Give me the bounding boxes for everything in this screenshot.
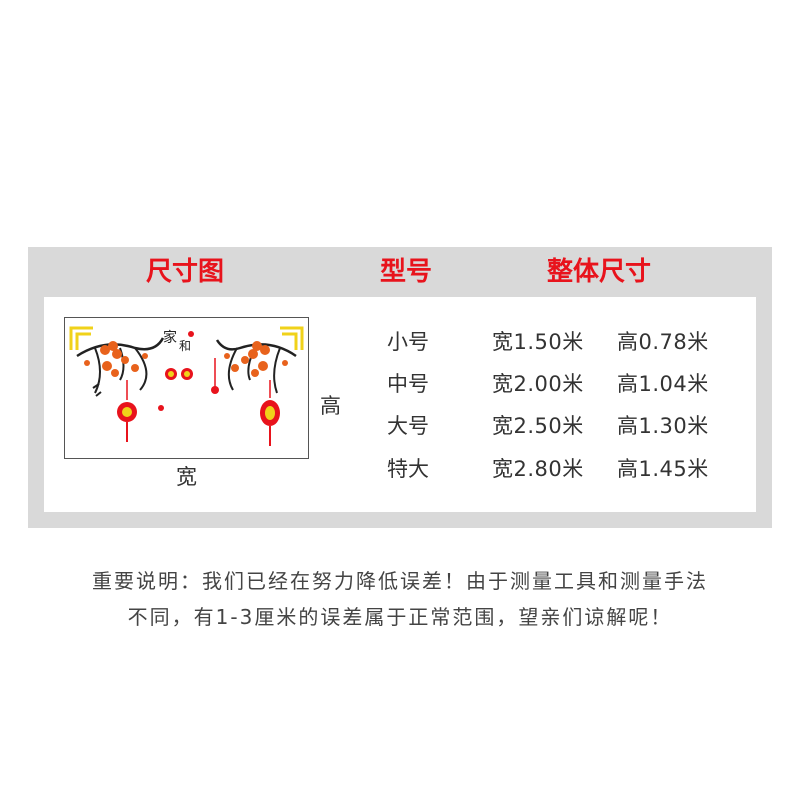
header-size-chart: 尺寸图 xyxy=(146,257,225,287)
size-table: 家 和 xyxy=(44,297,756,512)
row-model: 小号 xyxy=(387,330,429,354)
calligraphy-jia: 家 xyxy=(163,329,177,346)
left-lantern xyxy=(117,380,137,442)
row-width: 宽2.50米 xyxy=(492,414,584,438)
row-width: 宽2.00米 xyxy=(492,372,584,396)
measurement-note-line1: 重要说明：我们已经在努力降低误差！由于测量工具和测量手法 xyxy=(92,569,708,593)
row-height: 高1.45米 xyxy=(617,457,709,481)
header-dimensions: 整体尺寸 xyxy=(547,257,652,287)
row-model: 大号 xyxy=(387,414,429,438)
row-height: 高1.04米 xyxy=(617,372,709,396)
corner-ornament-left xyxy=(69,326,93,350)
header-model: 型号 xyxy=(380,257,433,287)
right-branch xyxy=(215,339,297,394)
coin-decorations xyxy=(158,331,194,411)
measurement-note-line2: 不同，有1-3厘米的误差属于正常范围，望亲们谅解呢！ xyxy=(127,605,673,629)
row-height: 高0.78米 xyxy=(617,330,709,354)
right-lantern xyxy=(211,358,280,446)
wall-sticker-illustration: 家 和 xyxy=(69,326,304,446)
row-model: 中号 xyxy=(387,372,429,396)
row-model: 特大 xyxy=(387,457,429,481)
height-label: 高 xyxy=(320,394,341,418)
product-diagram: 家 和 xyxy=(64,317,309,459)
size-info-panel: 尺寸图 型号 整体尺寸 xyxy=(28,247,772,528)
left-branch xyxy=(76,337,165,397)
row-width: 宽2.80米 xyxy=(492,457,584,481)
row-height: 高1.30米 xyxy=(617,414,709,438)
width-label: 宽 xyxy=(176,465,197,489)
calligraphy-he: 和 xyxy=(179,339,191,353)
corner-ornament-right xyxy=(280,326,304,350)
row-width: 宽1.50米 xyxy=(492,330,584,354)
